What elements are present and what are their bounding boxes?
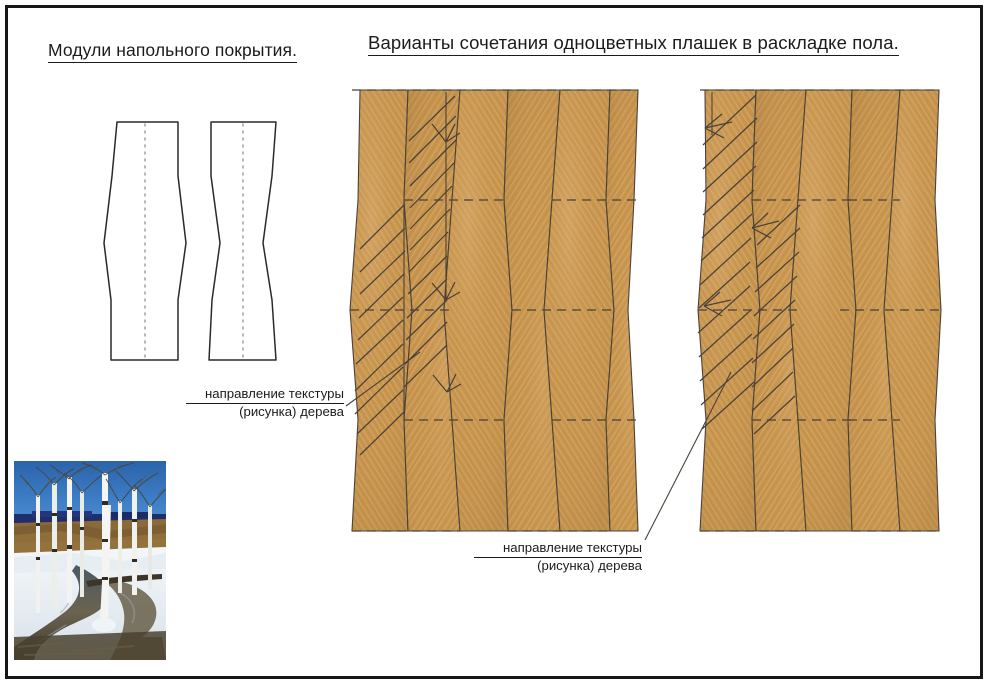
caption-right-line2: (рисунка) дерева (537, 557, 642, 573)
barrel-module (103, 121, 187, 361)
caption-left-line2: (рисунка) дерева (239, 403, 344, 419)
diagonal-grain-arrows (697, 92, 801, 435)
herringbone-course-joints (350, 89, 638, 532)
birch-forest-spring-painting (14, 461, 166, 660)
herringbone-grain-arrows (354, 92, 462, 456)
caption-left-line1: направление текстуры (186, 386, 344, 404)
caption-right-line1: направление текстуры (474, 540, 642, 558)
page-title-variants: Варианты сочетания одноцветных плашек в … (368, 32, 899, 56)
painting-artwork (14, 461, 166, 660)
leader-line-right (644, 371, 732, 541)
birch-trunks (36, 473, 152, 632)
leader-line-left (345, 351, 421, 407)
page-title-modules: Модули напольного покрытия. (48, 40, 298, 63)
hourglass-module (208, 121, 277, 361)
caption-grain-direction-right: направление текстуры (рисунка) дерева (474, 540, 642, 574)
caption-grain-direction-left: направление текстуры (рисунка) дерева (186, 386, 344, 420)
